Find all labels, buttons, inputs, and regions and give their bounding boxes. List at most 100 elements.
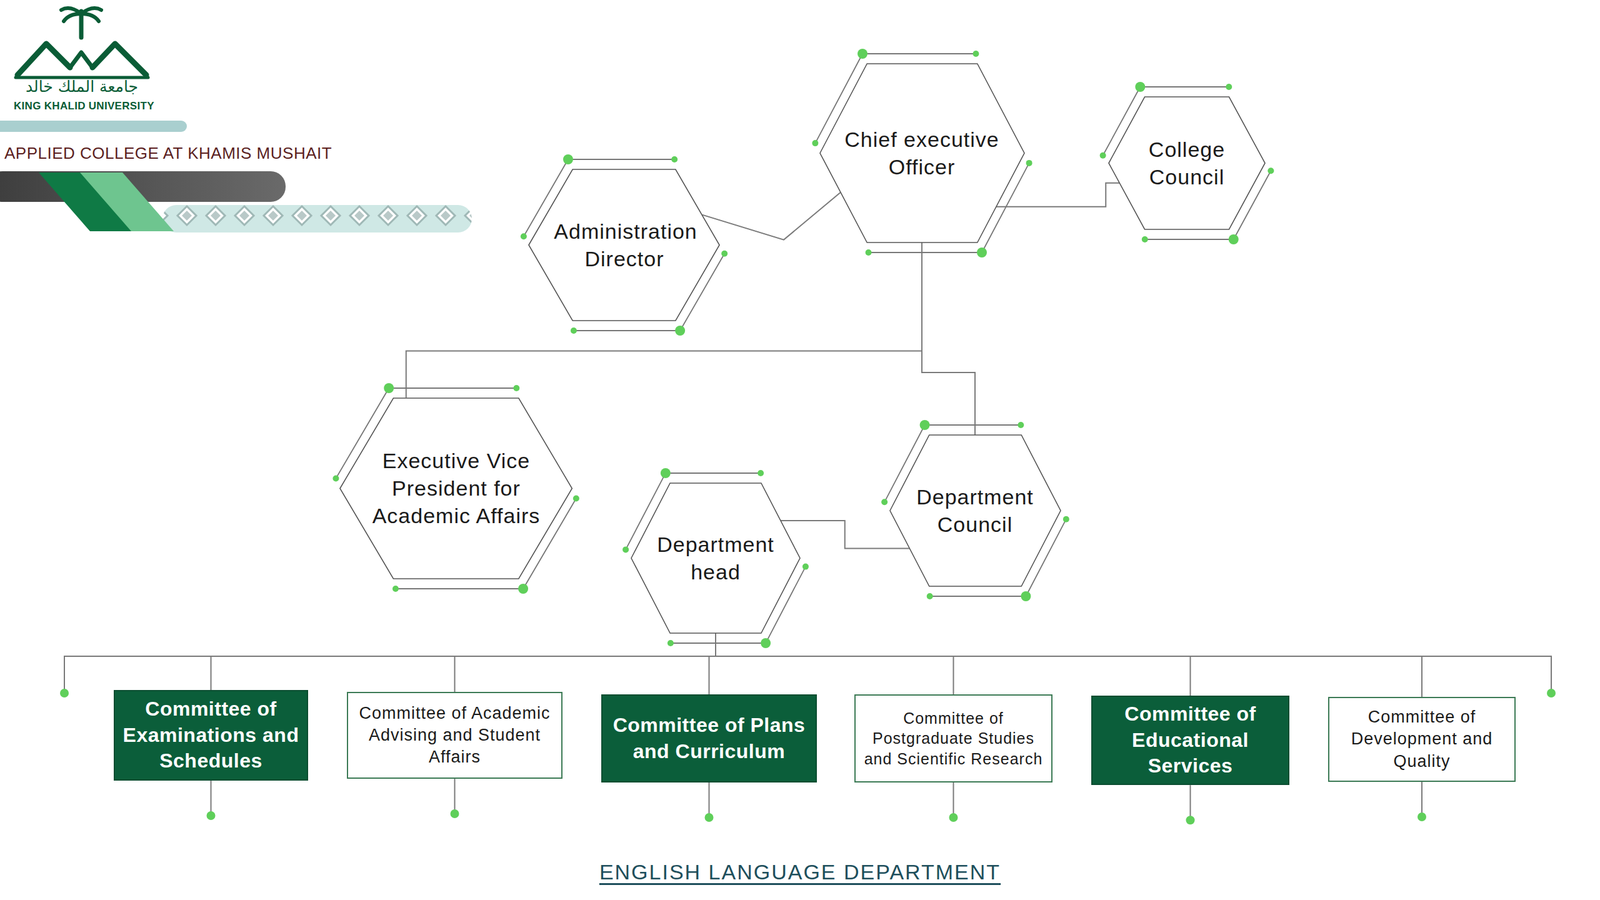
hexagon-border (1108, 96, 1265, 230)
node-label: Committee of Postgraduate Studies and Sc… (864, 709, 1044, 768)
accent-bar (0, 120, 187, 132)
hexagon-outline (890, 435, 1061, 587)
accent-dot (1141, 236, 1149, 243)
node-label: College Council (1148, 137, 1225, 189)
connector (715, 633, 1191, 696)
text-line: Administration Director (553, 217, 695, 273)
node-text: Chief executive Officer (835, 125, 1009, 181)
university-name: KING KHALID UNIVERSITY (13, 100, 152, 113)
node-text: Executive Vice President for Academic Af… (367, 446, 546, 530)
text-line: Committee of Postgraduate Studies and Sc… (860, 708, 1047, 770)
node-text: Committee of Development and Quality (1334, 706, 1510, 772)
hexagon-outline (631, 483, 800, 634)
connector (715, 633, 1422, 697)
committee-box: Committee of Postgraduate Studies and Sc… (854, 694, 1053, 783)
connector (211, 633, 717, 690)
accent-dot (667, 640, 674, 647)
connector (715, 633, 954, 695)
connector (709, 633, 717, 695)
hexagon-outline (820, 63, 1025, 243)
node-text: Committee of Academic Advising and Stude… (353, 702, 557, 769)
accent-dot (660, 468, 671, 479)
hexagon-border (820, 63, 1025, 243)
accent-dot (757, 470, 764, 477)
node-label: Committee of Examinations and Schedules (123, 697, 300, 772)
accent-dot (760, 638, 771, 649)
university-logo (15, 8, 149, 78)
text-line: Committee of Plans and Curriculum (607, 712, 811, 765)
hexagon-outline (1108, 96, 1265, 230)
node-label: Committee of Academic Advising and Stude… (358, 703, 550, 767)
committee-box: Committee of Plans and Curriculum (601, 694, 817, 783)
accent-dot (881, 498, 888, 505)
connector (455, 633, 717, 692)
accent-dot (573, 495, 580, 502)
accent-dot (721, 250, 729, 257)
text-line: Department Council (902, 483, 1048, 539)
committee-box: Committee of Academic Advising and Stude… (346, 691, 563, 779)
hexagon-node: Executive Vice President for Academic Af… (340, 398, 572, 579)
node-label: Administration Director (553, 219, 697, 271)
end-dot (1546, 688, 1556, 698)
logo-arch (92, 43, 147, 75)
accent-dot (811, 140, 819, 147)
hexagon-border (890, 435, 1061, 587)
text-line: Executive Vice President for Academic Af… (367, 446, 546, 530)
text-line: Committee of Development and Quality (1334, 706, 1510, 772)
accent-dot (919, 420, 930, 430)
node-text: Committee of Examinations and Schedules (120, 696, 302, 775)
committee-box: Committee of Educational Services (1091, 695, 1290, 785)
accent-dot (1135, 81, 1145, 92)
connector-group (211, 183, 1423, 697)
accent-dot (857, 48, 868, 59)
accent-dot (392, 585, 399, 592)
accent-dot (926, 593, 933, 600)
accent-dot (520, 233, 527, 240)
end-dot (60, 688, 69, 698)
palm-leaves (61, 8, 102, 22)
node-label: Executive Vice President for Academic Af… (372, 448, 541, 528)
accent-dot (1062, 516, 1069, 523)
logo-arch (17, 43, 70, 75)
tick-line (454, 778, 456, 812)
connector (995, 183, 1120, 207)
committee-box: Committee of Examinations and Schedules (113, 690, 309, 781)
tick-dot (206, 811, 216, 820)
accent-dot (333, 475, 340, 482)
text-line: College Council (1120, 135, 1254, 191)
ribbon (80, 172, 174, 232)
accent-dot (972, 50, 979, 57)
accent-dot (802, 563, 809, 570)
node-text: College Council (1120, 135, 1254, 191)
text-line: Committee of Examinations and Schedules (120, 696, 302, 775)
node-text: Administration Director (553, 217, 695, 273)
node-label: Department Council (916, 485, 1034, 537)
node-label: Committee of Educational Services (1124, 702, 1256, 777)
text-line: Department head (643, 530, 788, 586)
hexagon-border (340, 398, 572, 579)
tick-line (1190, 785, 1192, 818)
node-label: Department head (656, 532, 775, 584)
node-text: Department head (643, 530, 788, 586)
pattern-strip (162, 205, 472, 233)
logo-arch (70, 52, 93, 68)
accent-dot (976, 247, 987, 258)
text-line: Committee of Educational Services (1097, 701, 1284, 780)
node-label: Committee of Development and Quality (1351, 707, 1494, 770)
node-text: Department Council (902, 483, 1048, 539)
caption: ENGLISH LANGUAGE DEPARTMENT (0, 860, 1600, 885)
hexagon-node: Chief executive Officer (820, 63, 1025, 243)
accent-dot (513, 385, 520, 392)
node-label: Chief executive Officer (844, 127, 999, 179)
tick-line (953, 782, 955, 815)
accent-dot (1225, 83, 1232, 90)
node-label: Committee of Plans and Curriculum (613, 713, 806, 763)
bus-line (64, 656, 1552, 691)
accent-dot (671, 156, 679, 163)
hexagon-outline (528, 169, 720, 321)
hexagon-border (631, 483, 800, 634)
hexagon-border (528, 169, 720, 321)
text-line: Committee of Academic Advising and Stude… (353, 702, 557, 769)
accent-dot (1020, 591, 1031, 602)
